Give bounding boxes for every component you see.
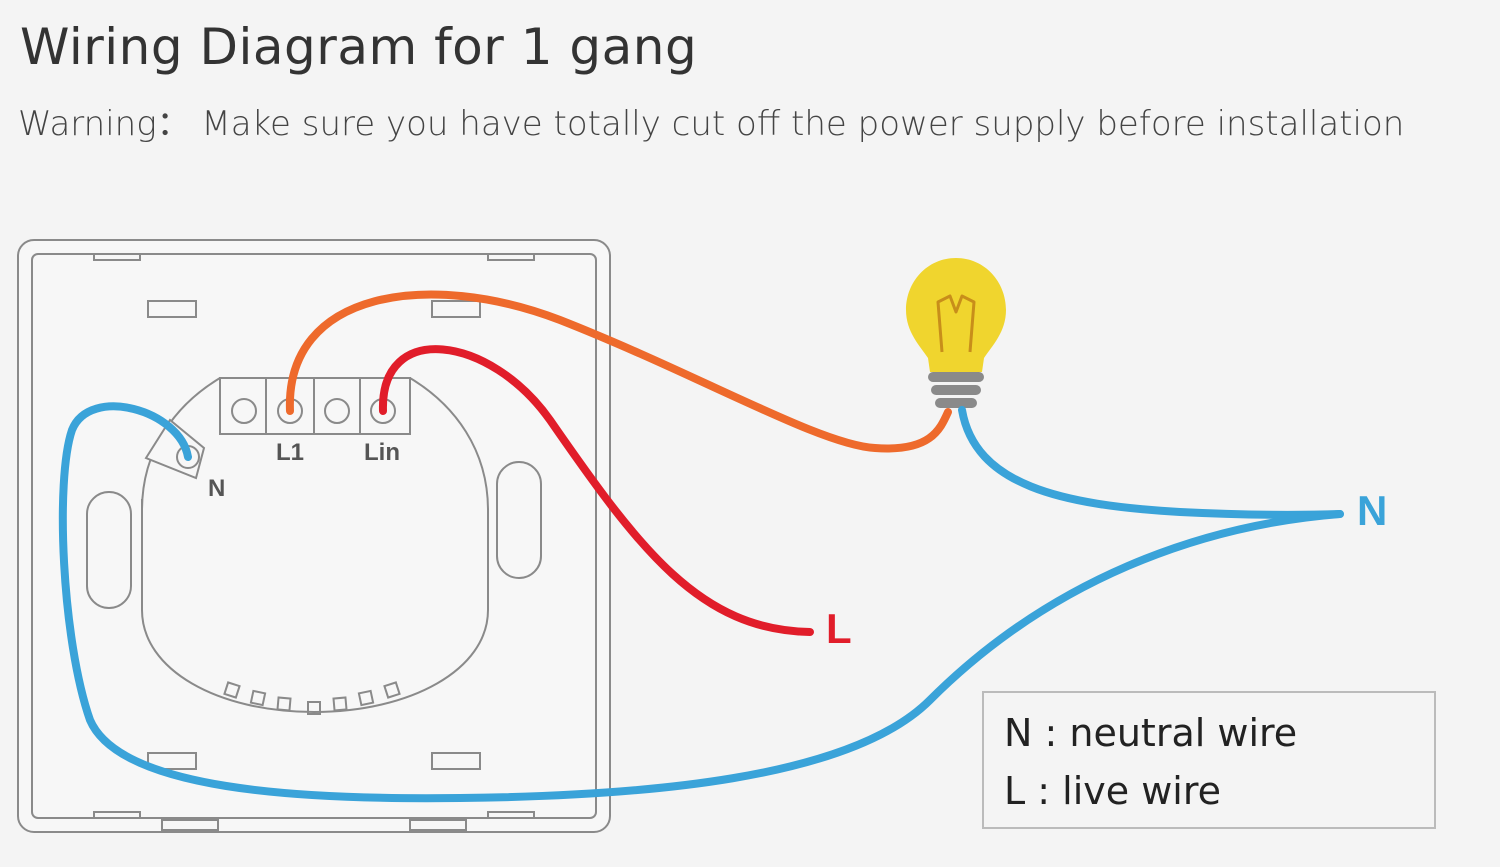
warning-text: Warning： Make sure you have totally cut … <box>18 104 1405 144</box>
live-wire-label: L <box>826 605 852 652</box>
light-bulb-icon <box>906 258 1006 408</box>
neutral-wire-lamp <box>958 406 1344 519</box>
diagram-title: Wiring Diagram for 1 gang <box>20 18 698 76</box>
load-wire <box>285 290 952 453</box>
legend-box: N : neutral wire L : live wire <box>982 691 1436 829</box>
terminal-n-label: N <box>208 475 225 502</box>
legend-neutral: N : neutral wire <box>1004 711 1298 755</box>
live-wire <box>378 345 814 636</box>
neutral-wire-label: N <box>1357 487 1387 534</box>
legend-live: L : live wire <box>1004 769 1221 813</box>
switch-module <box>141 377 489 715</box>
terminal-l1-label: L1 <box>276 439 304 466</box>
terminal-lin-label: Lin <box>364 439 400 466</box>
neutral-wire-switch <box>58 402 1344 803</box>
